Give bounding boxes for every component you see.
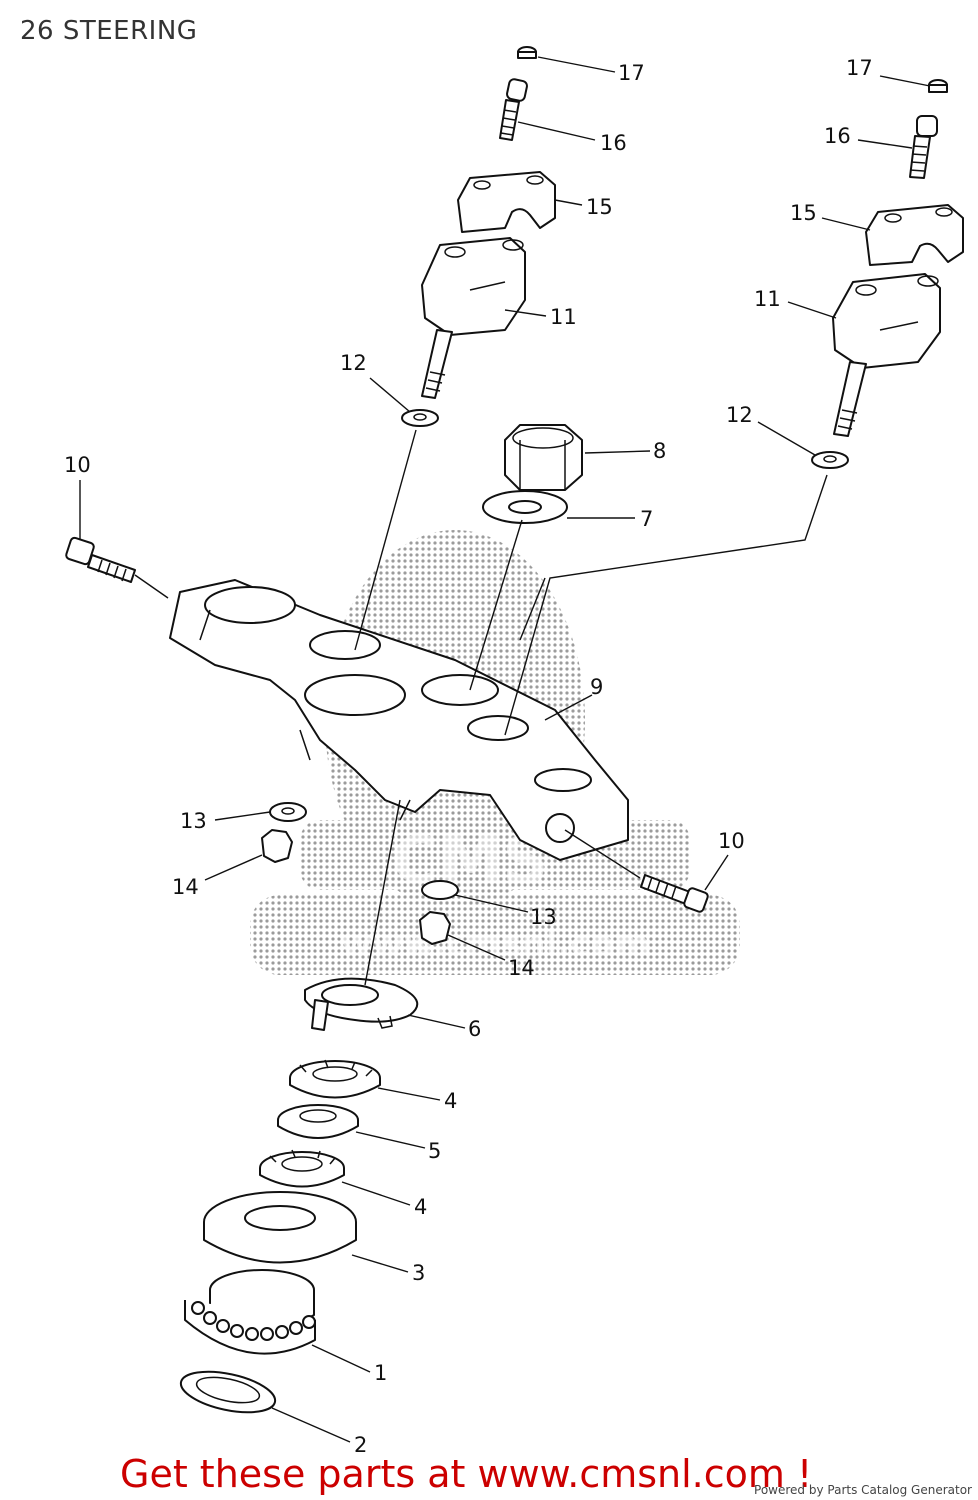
part-5-washer xyxy=(277,1104,359,1139)
callout-12-left: 12 xyxy=(340,351,367,375)
callout-12-right: 12 xyxy=(726,403,753,427)
part-3-bearing-race xyxy=(203,1191,357,1264)
part-14-left-nut xyxy=(261,829,293,863)
part-13-left-washer xyxy=(269,802,307,822)
callout-16-left: 16 xyxy=(600,131,627,155)
callout-9: 9 xyxy=(590,675,603,699)
part-10-right-bolt xyxy=(640,874,709,913)
part-12-left-washer xyxy=(401,409,439,427)
callout-4-bottom: 4 xyxy=(414,1195,427,1219)
part-15-left-upper-clamp xyxy=(457,171,556,233)
part-7-washer xyxy=(482,490,568,524)
part-9-upper-bracket xyxy=(169,579,629,861)
part-4-upper-ring-nut xyxy=(289,1059,381,1099)
callout-15-right: 15 xyxy=(790,201,817,225)
powered-by-text: Powered by Parts Catalog Generator xyxy=(754,1483,972,1497)
callout-3: 3 xyxy=(412,1261,425,1285)
callout-4-top: 4 xyxy=(444,1089,457,1113)
callout-7: 7 xyxy=(640,507,653,531)
part-15-right-upper-clamp xyxy=(865,204,964,266)
callout-8: 8 xyxy=(653,439,666,463)
part-12-right-washer xyxy=(811,451,849,469)
callout-10-left: 10 xyxy=(64,453,91,477)
callout-leaders xyxy=(79,56,931,1443)
callout-labels: 17 16 15 11 12 17 16 15 11 12 10 8 7 9 1… xyxy=(64,56,873,1457)
part-10-left-bolt xyxy=(65,536,136,583)
assembly-guide-lines xyxy=(134,429,828,986)
page-title: 26 STEERING xyxy=(20,16,198,46)
callout-11-right: 11 xyxy=(754,287,781,311)
part-8-steering-nut xyxy=(504,424,583,491)
part-16-left-bolt xyxy=(499,78,528,141)
callout-17-left: 17 xyxy=(618,61,645,85)
part-11-right-holder xyxy=(832,273,941,437)
part-1-ball-bearing xyxy=(184,1269,316,1355)
part-14-right-nut xyxy=(419,911,451,945)
callout-6: 6 xyxy=(468,1017,481,1041)
callout-1: 1 xyxy=(374,1361,387,1385)
part-2-seal xyxy=(179,1370,277,1414)
callout-10-right: 10 xyxy=(718,829,745,853)
part-13-right-washer xyxy=(421,880,459,900)
callout-11-left: 11 xyxy=(550,305,577,329)
callout-13-left: 13 xyxy=(180,809,207,833)
bearing-balls xyxy=(191,1301,316,1341)
part-11-left-holder xyxy=(421,237,526,399)
callout-14-right: 14 xyxy=(508,956,535,980)
callout-15-left: 15 xyxy=(586,195,613,219)
callout-5: 5 xyxy=(428,1139,441,1163)
promo-link[interactable]: Get these parts at www.cmsnl.com ! xyxy=(120,1452,813,1496)
watermark-text-bottom: www.cmsnl.com xyxy=(341,924,650,964)
part-6-lock-washer xyxy=(304,977,419,1031)
callout-17-right: 17 xyxy=(846,56,873,80)
callout-2: 2 xyxy=(354,1433,367,1457)
callout-16-right: 16 xyxy=(824,124,851,148)
callout-14-left: 14 xyxy=(172,875,199,899)
part-17-left-cap xyxy=(517,46,537,59)
callout-13-right: 13 xyxy=(530,905,557,929)
part-16-right-bolt xyxy=(909,115,938,179)
part-4-lower-ring-nut xyxy=(259,1149,345,1188)
part-17-right-cap xyxy=(928,79,948,93)
